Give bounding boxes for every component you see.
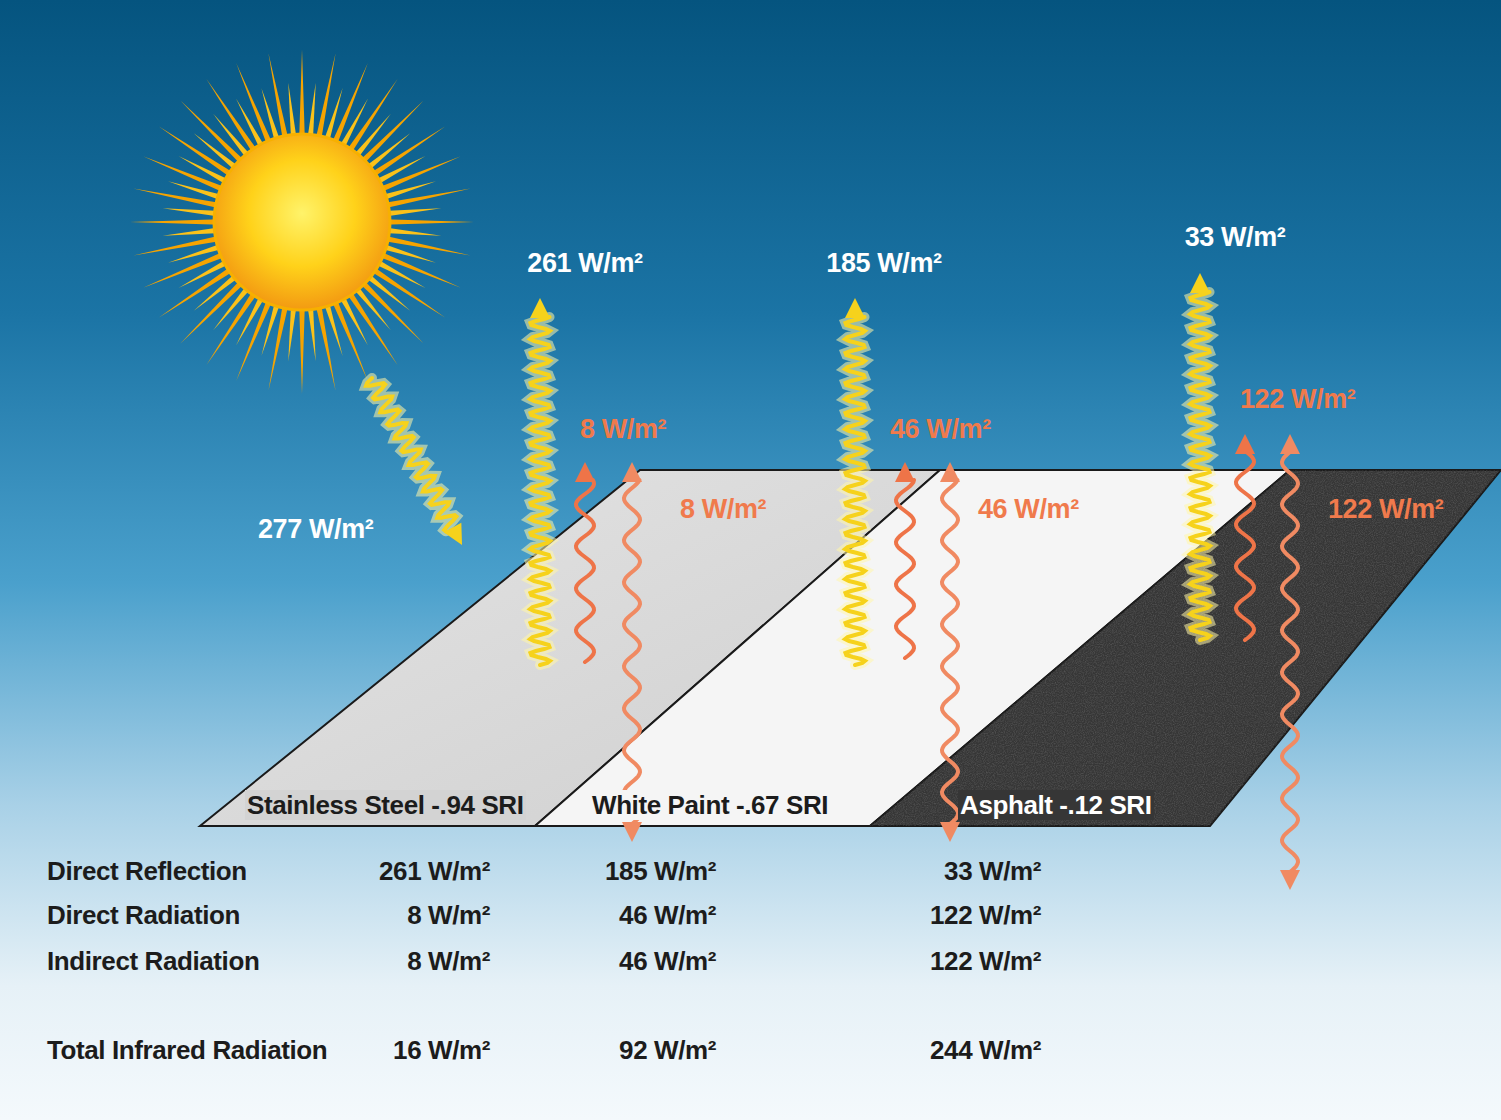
row-header: Indirect Radiation	[47, 946, 259, 976]
sun-ray	[369, 126, 445, 178]
sun-ray	[331, 297, 368, 381]
arrow-head	[1190, 273, 1210, 293]
sun-ray	[358, 278, 424, 344]
table-cell: 185 W/m²	[605, 856, 716, 886]
sun-ray	[268, 302, 288, 391]
sun-ray	[180, 100, 246, 166]
row-header: Direct Radiation	[47, 900, 240, 930]
surface-label: White Paint -.67 SRI	[590, 790, 830, 820]
sun-ray	[307, 303, 316, 361]
sun-ray	[384, 219, 474, 225]
sun-ray	[163, 208, 221, 217]
incident-arrow	[366, 378, 456, 531]
reflected-value: 261 W/m²	[527, 248, 642, 278]
emitted-value: 122 W/m²	[1240, 384, 1355, 414]
table-cell: 46 W/m²	[619, 946, 716, 976]
reflected-value: 185 W/m²	[826, 248, 941, 278]
sun-ray	[307, 83, 316, 141]
sun-ray	[133, 235, 222, 255]
table-cell: 244 W/m²	[930, 1035, 1041, 1065]
sun-ray	[130, 219, 220, 225]
sun-ray	[180, 278, 246, 344]
sun-ray	[288, 83, 297, 141]
table-cell: 33 W/m²	[944, 856, 1041, 886]
emitted-value: 46 W/m²	[890, 414, 991, 444]
table-cell: 92 W/m²	[619, 1035, 716, 1065]
surface-label: Asphalt -.12 SRI	[958, 790, 1154, 820]
surface-shape	[870, 470, 1501, 826]
sun-ray	[377, 156, 461, 193]
sun-ray	[159, 265, 235, 317]
sun-ray	[133, 188, 222, 208]
sun-ray	[288, 303, 297, 361]
emitted-value: 122 W/m²	[1328, 494, 1443, 524]
sun-ray	[383, 208, 441, 217]
sun-ray	[159, 126, 235, 178]
table-cell: 122 W/m²	[930, 900, 1041, 930]
arrow-head	[444, 523, 462, 545]
arrow-head	[530, 298, 550, 318]
sun-disc	[214, 134, 390, 310]
sun-ray	[206, 79, 258, 155]
sun-ray	[369, 265, 445, 317]
row-header: Total Infrared Radiation	[47, 1035, 327, 1065]
sun-ray	[383, 227, 441, 236]
sun-ray	[206, 289, 258, 365]
reflected-value: 33 W/m²	[1185, 222, 1286, 252]
asphalt-texture	[870, 470, 1501, 826]
incident-value: 277 W/m²	[258, 514, 373, 544]
sun-ray	[315, 302, 335, 391]
sun-ray	[236, 63, 273, 147]
arrow-head	[1280, 870, 1300, 890]
sun-ray	[315, 53, 335, 142]
sun-ray	[382, 188, 471, 208]
sun-ray	[382, 235, 471, 255]
arrow-head	[575, 462, 595, 482]
sun-ray	[299, 50, 305, 140]
sun-ray	[163, 227, 221, 236]
sun-ray	[358, 100, 424, 166]
arrow-head	[845, 298, 865, 318]
table-cell: 8 W/m²	[407, 946, 490, 976]
sun-ray	[143, 251, 227, 288]
sun-rays	[130, 50, 474, 394]
surface-label: Stainless Steel -.94 SRI	[245, 790, 526, 820]
sun-ray	[268, 53, 288, 142]
arrow-head	[1280, 434, 1300, 454]
arrow-head	[1235, 434, 1255, 454]
table-cell: 46 W/m²	[619, 900, 716, 930]
emitted-value: 8 W/m²	[680, 494, 766, 524]
sun-ray	[345, 79, 397, 155]
incident-arrow-glow	[366, 378, 456, 531]
row-header: Direct Reflection	[47, 856, 247, 886]
emitted-value: 46 W/m²	[978, 494, 1079, 524]
table-cell: 122 W/m²	[930, 946, 1041, 976]
table-cell: 8 W/m²	[407, 900, 490, 930]
table-cell: 16 W/m²	[393, 1035, 490, 1065]
sun-ray	[299, 304, 305, 394]
table-cell: 261 W/m²	[379, 856, 490, 886]
sun-ray	[345, 289, 397, 365]
emitted-value: 8 W/m²	[580, 414, 666, 444]
